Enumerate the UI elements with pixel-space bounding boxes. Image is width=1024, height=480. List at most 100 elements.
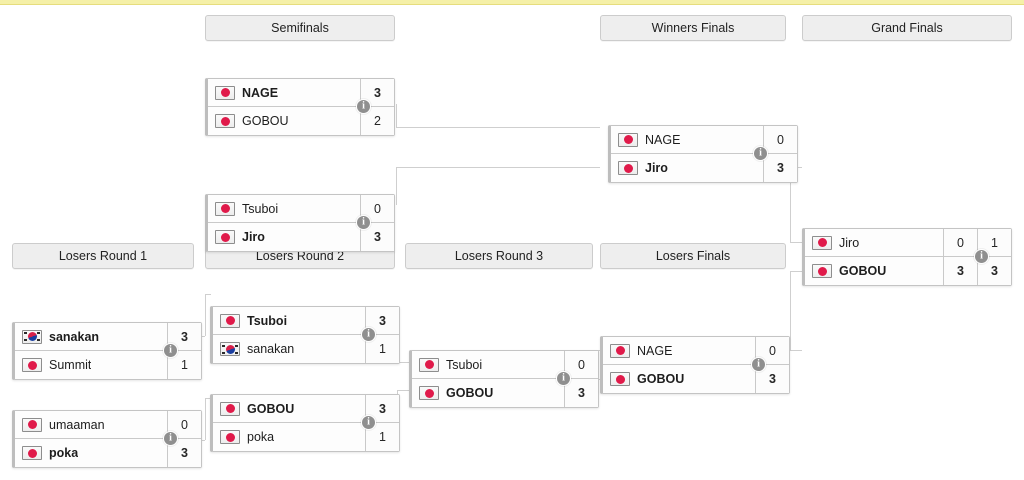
japan-flag-icon [812,264,832,278]
participant-bottom: GOBOU [208,114,360,128]
connector-lf-to-gf-h [790,350,802,351]
top-accent-bar-line [0,4,1024,5]
participant-name: Summit [49,358,92,372]
japan-flag-icon [618,132,638,147]
japan-flag-icon [220,401,240,416]
south-korea-flag-icon [220,342,240,356]
participant-name: Tsuboi [242,201,279,216]
connector-lf-to-gf-h2 [790,271,802,272]
participant-name: poka [49,446,79,460]
round-header-losers-round-3[interactable]: Losers Round 3 [405,243,593,269]
match-semifinal-2[interactable]: Tsuboi 0 Jiro 3 i [205,194,395,252]
round-header-grand-finals[interactable]: Grand Finals [802,15,1012,41]
participant-name: sanakan [49,329,100,344]
participant-bottom: poka [15,446,167,460]
participant-name: Tsuboi [247,313,288,328]
connector-wf-to-gf-h2 [790,242,802,243]
match-row-bottom[interactable]: Jiro 3 [611,154,797,182]
participant-top: sanakan [15,329,167,344]
match-info-icon[interactable]: i [356,99,371,114]
participant-bottom: Jiro [208,230,360,244]
connector-sf1-vertical [396,104,397,127]
match-info-icon[interactable]: i [163,431,178,446]
participant-name: Jiro [645,161,668,175]
participant-top: Tsuboi [213,313,365,328]
participant-name: NAGE [637,343,673,358]
match-losers-round-1-a[interactable]: sanakan 3 Summit 1 i [12,322,202,380]
score-bottom-set1: 3 [943,257,977,285]
participant-bottom: Jiro [611,161,763,175]
round-header-losers-round-1[interactable]: Losers Round 1 [12,243,194,269]
japan-flag-icon [220,430,240,444]
match-info-icon[interactable]: i [751,357,766,372]
match-row-bottom[interactable]: GOBOU 2 [208,107,394,135]
round-header-label: Losers Round 1 [58,249,148,263]
round-header-label: Losers Finals [655,249,731,263]
match-info-icon[interactable]: i [356,215,371,230]
score-top: 0 [763,126,797,153]
match-info-icon[interactable]: i [753,146,768,161]
round-header-winners-finals[interactable]: Winners Finals [600,15,786,41]
round-header-losers-finals[interactable]: Losers Finals [600,243,786,269]
japan-flag-icon [419,357,439,372]
connector-lr2a-h [397,362,409,363]
round-header-label: Losers Round 3 [454,249,544,263]
japan-flag-icon [22,417,42,432]
participant-bottom: sanakan [213,342,365,356]
connector-lr1a-v [205,294,206,336]
match-losers-round-2-b[interactable]: GOBOU 3 poka 1 i [210,394,400,452]
participant-name: NAGE [645,132,681,147]
participant-bottom: GOBOU [412,386,564,400]
match-row-top[interactable]: NAGE 0 [611,126,797,154]
match-info-icon[interactable]: i [361,327,376,342]
score-bottom: 3 [564,379,598,407]
score-bottom: 3 [763,154,797,182]
japan-flag-icon [215,85,235,100]
participant-top: Jiro [805,235,943,250]
participant-top: Tsuboi [208,201,360,216]
connector-lr2b-v [397,390,398,396]
match-losers-finals[interactable]: NAGE 0 GOBOU 3 i [600,336,790,394]
match-info-icon[interactable]: i [556,371,571,386]
match-semifinal-1[interactable]: NAGE 3 GOBOU 2 i [205,78,395,136]
connector-sf2-vertical [396,167,397,205]
match-losers-round-3[interactable]: Tsuboi 0 GOBOU 3 i [409,350,599,408]
match-losers-round-2-a[interactable]: Tsuboi 3 sanakan 1 i [210,306,400,364]
japan-flag-icon [215,114,235,128]
participant-name: GOBOU [637,372,685,386]
participant-name: GOBOU [839,264,887,278]
round-header-label: Losers Round 2 [255,249,345,263]
match-info-icon[interactable]: i [361,415,376,430]
match-row-top[interactable]: NAGE 0 [603,337,789,365]
participant-top: Tsuboi [412,357,564,372]
match-row-bottom[interactable]: GOBOU 3 [603,365,789,393]
participant-bottom: GOBOU [805,264,943,278]
match-grand-finals[interactable]: Jiro 0 1 GOBOU 3 3 i [802,228,1012,286]
match-winners-finals[interactable]: NAGE 0 Jiro 3 i [608,125,798,183]
participant-name: Jiro [839,235,860,250]
score-bottom: 3 [755,365,789,393]
participant-name: Jiro [242,230,265,244]
round-header-semifinals[interactable]: Semifinals [205,15,395,41]
japan-flag-icon [812,235,832,250]
japan-flag-icon [220,313,240,328]
match-losers-round-1-b[interactable]: umaaman 0 poka 3 i [12,410,202,468]
participant-name: GOBOU [242,114,289,128]
connector-lr1b-h2 [205,398,211,399]
connector-wf-to-gf-v [790,167,791,242]
japan-flag-icon [610,343,630,358]
participant-top: NAGE [208,85,360,100]
round-header-label: Winners Finals [651,21,735,35]
connector-sf1-horizontal [396,127,600,128]
participant-name: NAGE [242,85,279,100]
match-info-icon[interactable]: i [974,249,989,264]
japan-flag-icon [22,446,42,460]
match-info-icon[interactable]: i [163,343,178,358]
participant-top: umaaman [15,417,167,432]
round-header-label: Grand Finals [871,21,943,35]
south-korea-flag-icon [22,329,42,344]
connector-lf-to-gf-v [790,271,791,351]
match-row-bottom[interactable]: GOBOU 3 [412,379,598,407]
japan-flag-icon [215,201,235,216]
